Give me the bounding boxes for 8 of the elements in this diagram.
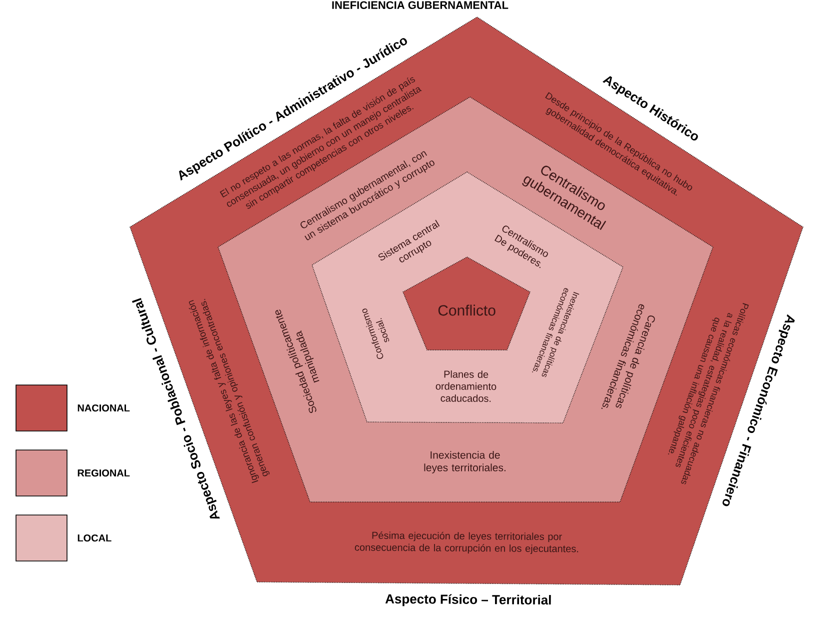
title: INEFICIENCIA GUBERNAMENTAL [332,1,508,9]
legend-label: LOCAL [78,534,112,542]
legend-label: NACIONAL [78,404,130,412]
band-text: Inexistencia de leyes territoriales. [424,451,506,474]
aspect-label: Aspecto Físico – Territorial [385,594,551,606]
band-text: Pésima ejecución de leyes territoriales por consecuencia de la corrupción en los ejecutantes. [354,531,578,554]
legend-label: REGIONAL [78,469,130,477]
band-text: Planes de ordenamiento caducados. [436,370,496,402]
